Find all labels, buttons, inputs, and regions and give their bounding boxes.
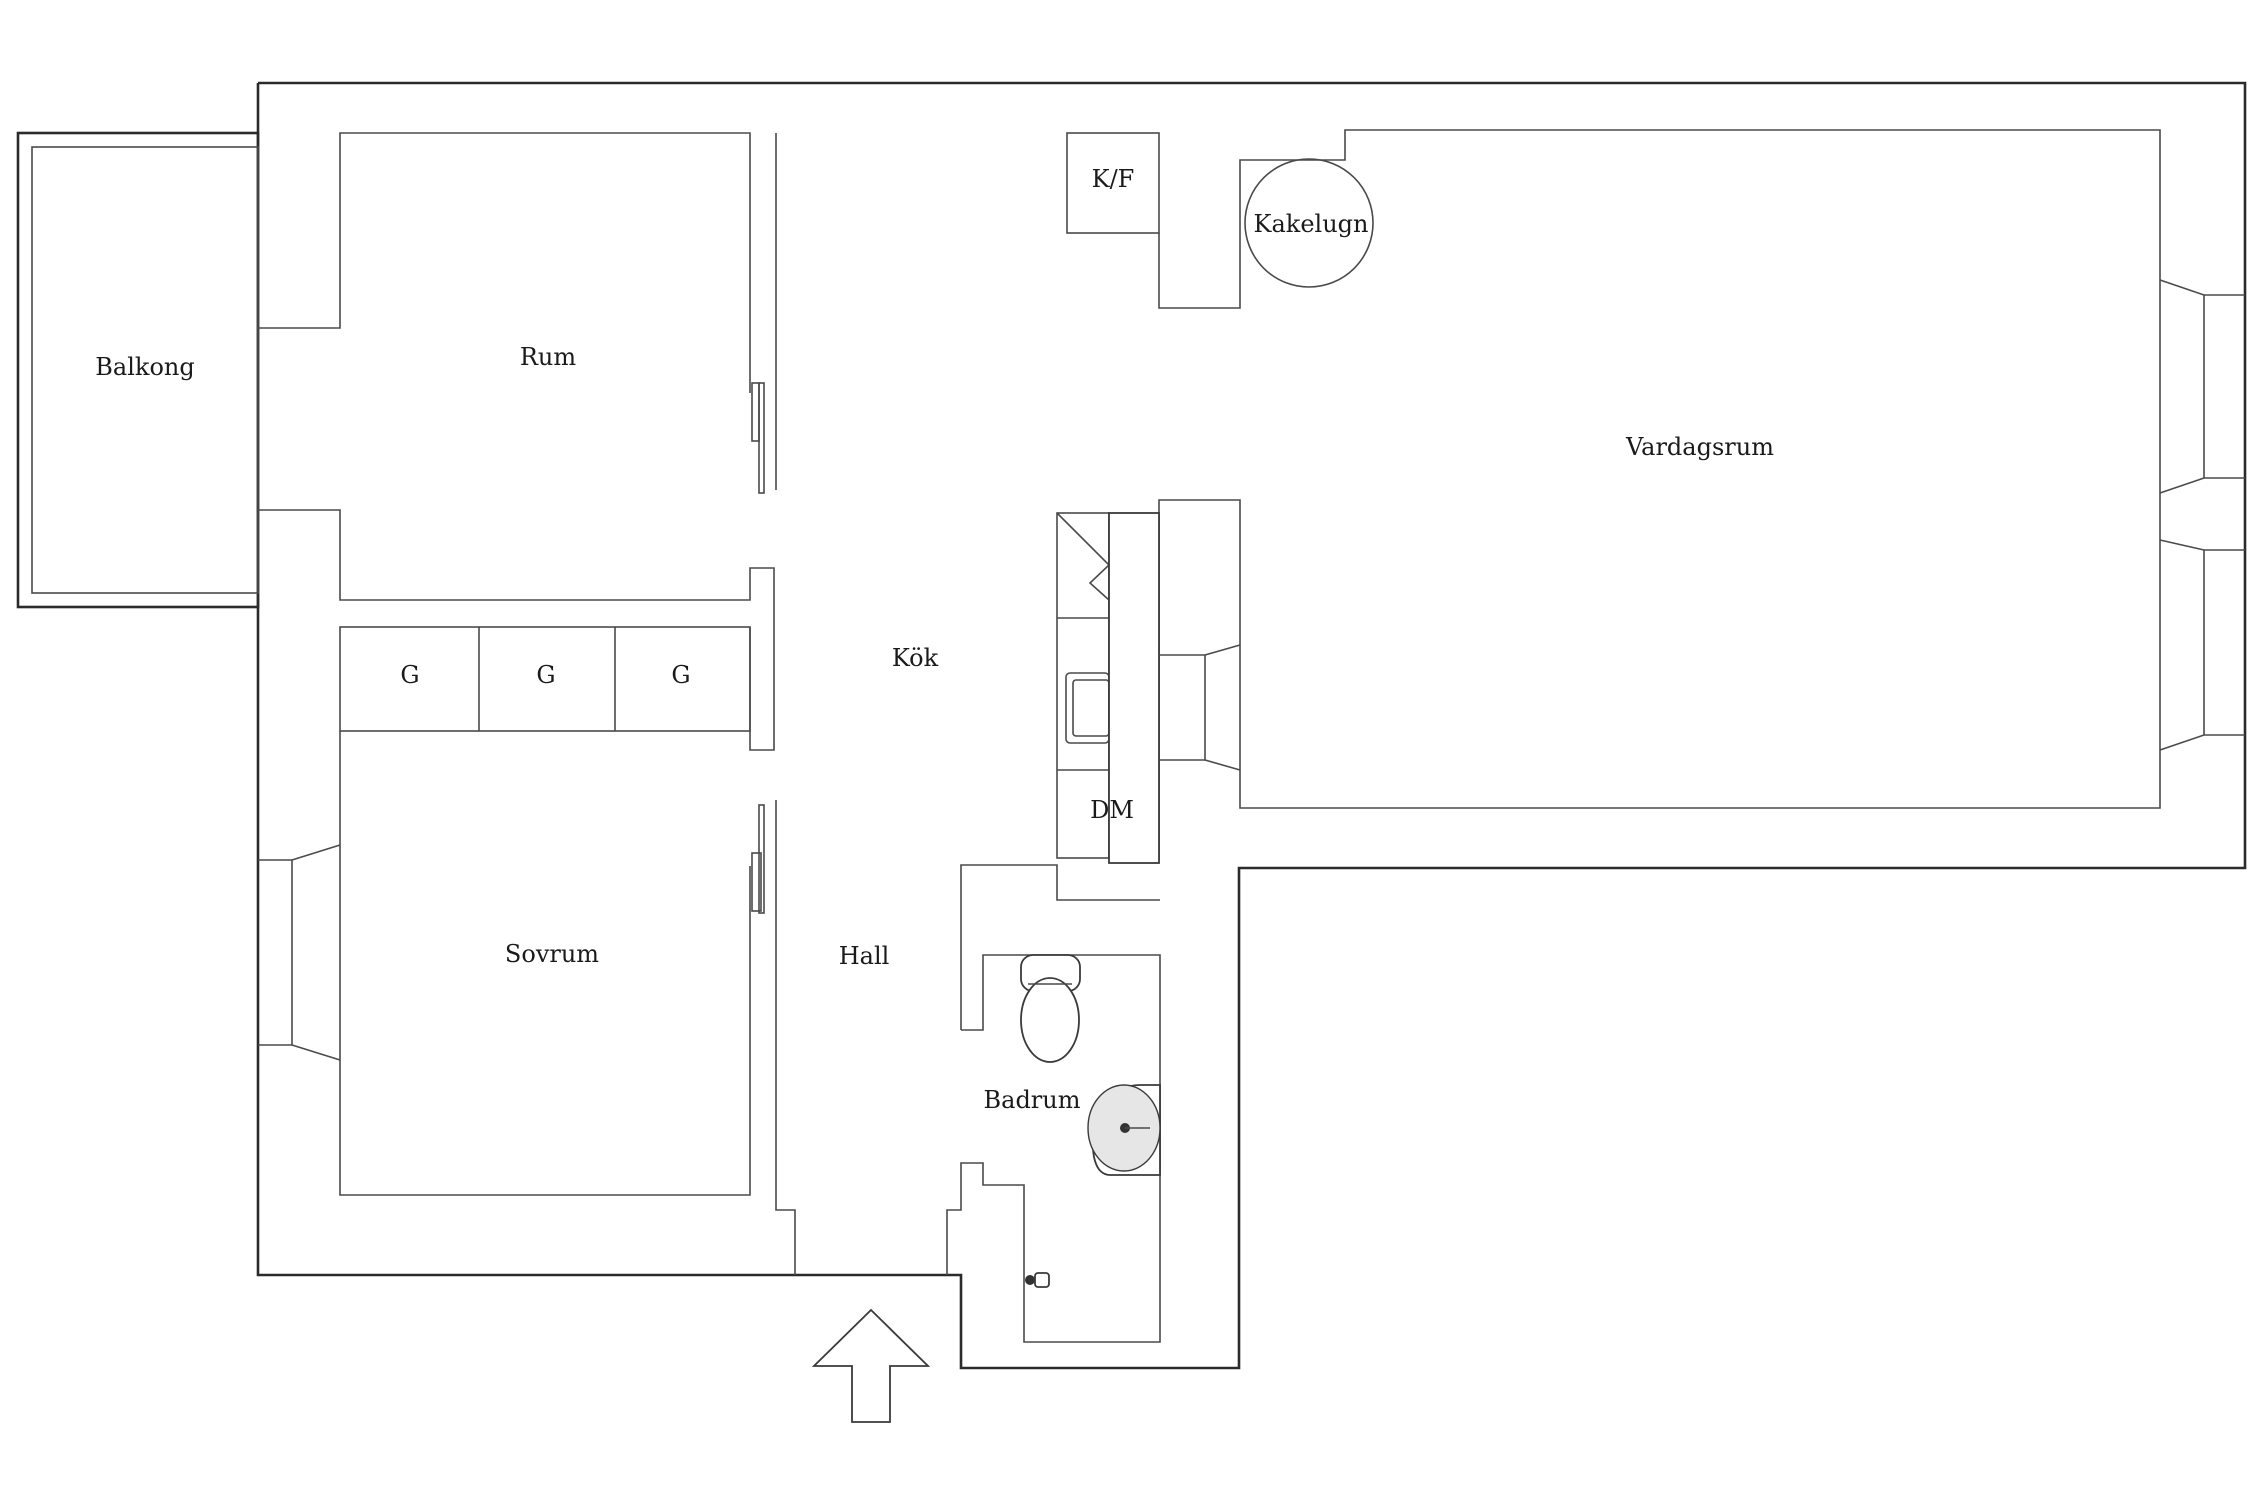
entrance-arrow-icon xyxy=(811,1308,931,1423)
kakelugn-stove xyxy=(1244,158,1374,288)
kitchen-counter xyxy=(1056,512,1160,864)
label-vardagsrum: Vardagsrum xyxy=(1625,433,1774,461)
balcony xyxy=(16,131,260,609)
sink-icon xyxy=(1087,1084,1161,1176)
label-hall: Hall xyxy=(839,942,890,970)
outer-walls xyxy=(256,81,2247,1370)
room-hall xyxy=(775,800,1161,1343)
label-dm: DM xyxy=(1090,796,1134,824)
label-badrum: Badrum xyxy=(984,1086,1081,1114)
room-sovrum xyxy=(258,731,765,1196)
kf-fridge xyxy=(1066,129,2161,860)
toilet-icon xyxy=(1020,954,1081,1063)
drain-icon xyxy=(1025,1272,1050,1288)
room-rum xyxy=(258,132,777,751)
living-room-windows xyxy=(1159,279,2245,771)
label-closet-2: G xyxy=(536,661,555,689)
label-closet-3: G xyxy=(671,661,690,689)
label-sovrum: Sovrum xyxy=(505,940,599,968)
wardrobe-row xyxy=(339,626,751,732)
label-kf: K/F xyxy=(1092,165,1135,193)
label-closet-1: G xyxy=(400,661,419,689)
label-balkong: Balkong xyxy=(95,353,194,381)
label-kakelugn: Kakelugn xyxy=(1254,210,1369,238)
label-kok: Kök xyxy=(892,644,939,672)
label-rum: Rum xyxy=(520,343,577,371)
